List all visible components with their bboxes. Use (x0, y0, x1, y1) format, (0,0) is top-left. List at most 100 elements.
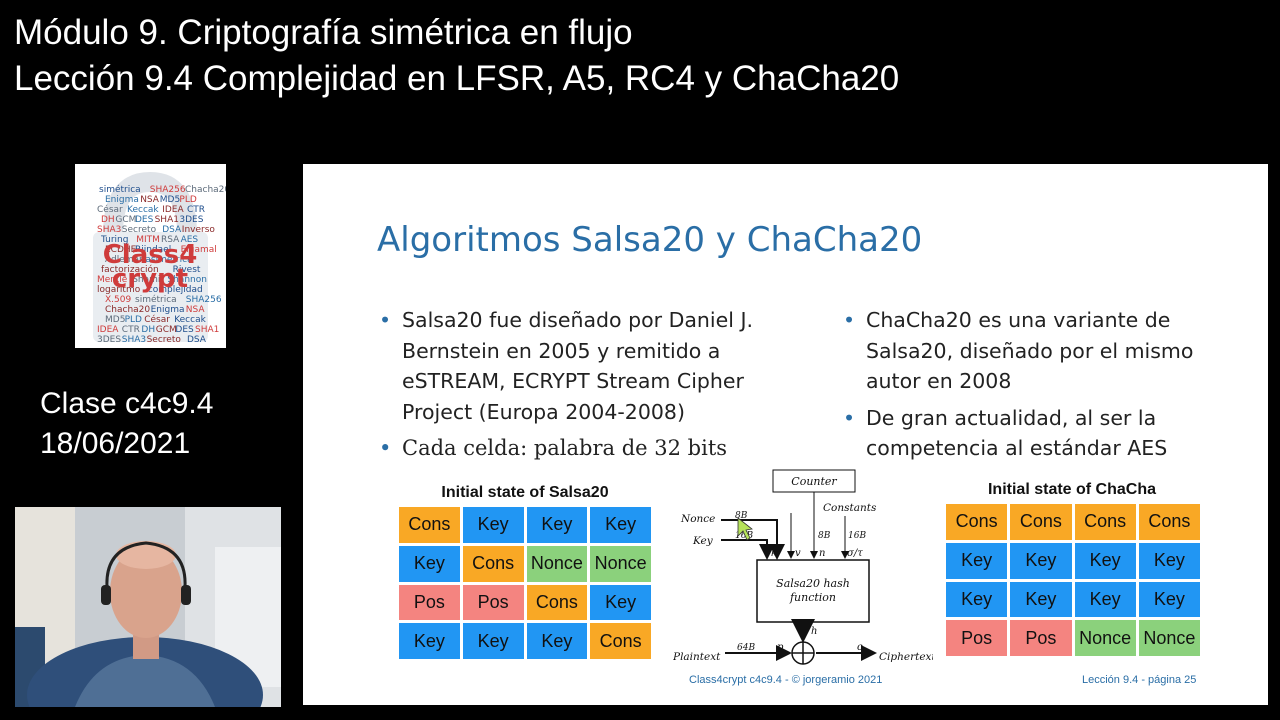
class-code: Clase c4c9.4 (40, 387, 214, 420)
logo-word: SHA3 (122, 335, 146, 345)
state-cell-key: Key (1010, 581, 1072, 618)
logo-word: Rivest (173, 265, 201, 275)
class-date: 18/06/2021 (40, 427, 191, 460)
state-cell-key: Key (462, 623, 524, 659)
logo-word: CTR (187, 205, 205, 215)
webcam-presenter (15, 507, 281, 707)
p-label: p (777, 642, 784, 653)
state-cell-pos: Pos (399, 584, 460, 621)
logo-word: Inverso (182, 225, 216, 235)
logo-word: 3DES (97, 335, 121, 345)
state-cell-key: Key (1074, 581, 1136, 618)
nonce-label: Nonce (680, 513, 715, 525)
state-cell-cons: Cons (1074, 504, 1136, 540)
logo-word: César (144, 314, 170, 325)
salsa20-grid-title: Initial state of Salsa20 (441, 484, 609, 501)
logo-word: RSA (161, 235, 180, 245)
presentation-slide: Algoritmos Salsa20 y ChaCha20 Salsa20 fu… (303, 164, 1268, 705)
logo-word: simétrica (99, 184, 141, 195)
logo-word: Keccak (127, 205, 159, 215)
logo-brand-top: Class4 (103, 240, 198, 270)
key-size-label: 16B (735, 531, 753, 541)
logo-word: DSA (187, 335, 207, 345)
state-cell-cons: Cons (399, 507, 460, 543)
logo-word: Chacha20 (105, 305, 150, 315)
counter-label: Counter (791, 475, 837, 488)
block-size-label: 64B (737, 643, 755, 653)
state-cell-key: Key (526, 623, 588, 659)
hash-label-1: Salsa20 hash (776, 577, 850, 590)
state-cell-nonce: Nonce (1074, 620, 1136, 656)
logo-word: Secreto (147, 335, 182, 345)
h-label: h (811, 626, 817, 637)
logo-word: SHA1 (155, 215, 179, 225)
logo-word: PLD (179, 195, 196, 205)
logo-word: Chacha20 (185, 185, 226, 195)
bullet-salsa20-origin: Salsa20 fue diseñado por Daniel J. Berns… (379, 305, 809, 427)
hash-function-box (756, 559, 870, 623)
state-cell-nonce: Nonce (590, 545, 651, 582)
constants-size-label: 16B (848, 531, 866, 541)
salsa20-hash-diagram: Counter Constants Nonce Key Salsa20 hash… (673, 469, 933, 665)
state-cell-pos: Pos (462, 584, 524, 621)
logo-word: SHA3 (97, 225, 121, 235)
state-cell-pos: Pos (1010, 620, 1072, 656)
nonce-size-label: 8B (735, 511, 748, 521)
slide-title: Algoritmos Salsa20 y ChaCha20 (377, 220, 923, 260)
constants-label: Constants (823, 502, 877, 514)
logo-word: Enigma (105, 195, 139, 205)
state-cell-key: Key (1074, 542, 1136, 579)
logo-word: IDEA (97, 325, 119, 335)
state-cell-key: Key (462, 507, 524, 543)
slide-footer-page: Lección 9.4 - página 25 (1082, 674, 1197, 686)
n-label: n (819, 548, 825, 559)
logo-word: GCM (115, 215, 136, 225)
logo-word: Turing (100, 235, 128, 245)
logo-word: 3DES (179, 215, 203, 225)
state-cell-key: Key (590, 584, 651, 621)
state-cell-key: Key (1010, 542, 1072, 579)
lesson-title: Lección 9.4 Complejidad en LFSR, A5, RC4… (14, 59, 900, 98)
state-cell-pos: Pos (946, 620, 1008, 656)
logo-word: NSA (140, 195, 160, 205)
logo-word: ECDHE (105, 245, 137, 255)
logo-word: César (97, 204, 123, 215)
hash-label-2: function (789, 591, 836, 604)
logo-word: MD5 (105, 315, 125, 325)
logo-word: Adleman (105, 255, 145, 265)
logo-word: DSA (162, 225, 182, 235)
logo-word: CTR (122, 325, 140, 335)
logo-word: Rijndael (135, 245, 171, 255)
logo-word: Shannon (167, 275, 207, 285)
logo-word: SHA1 (195, 325, 219, 335)
state-cell-cons: Cons (946, 504, 1008, 540)
logo-word: NSA (186, 305, 206, 315)
logo-word: asimétrica (145, 254, 192, 265)
logo-word: factorización (101, 264, 159, 275)
logo-word: Merkle (97, 275, 128, 285)
v-label: v (795, 548, 801, 559)
state-cell-cons: Cons (462, 545, 524, 582)
bullet-chacha20-variant: ChaCha20 es una variante de Salsa20, dis… (843, 305, 1243, 397)
bullet-aes-competition: De gran actualidad, al ser la competenci… (843, 403, 1243, 464)
sigma-tau-label: σ/τ (847, 548, 863, 559)
key-label: Key (692, 535, 714, 547)
state-cell-cons: Cons (590, 623, 651, 659)
state-cell-nonce: Nonce (526, 545, 588, 582)
k-label: k (771, 548, 777, 559)
logo-brand-bottom: crypt (112, 264, 188, 294)
state-cell-cons: Cons (1138, 504, 1200, 540)
logo-word: DES (135, 215, 154, 225)
logo-word: SHA256 (186, 295, 222, 305)
state-cell-cons: Cons (526, 584, 588, 621)
logo-word: Elgamal (181, 245, 217, 255)
logo-word: X.509 (105, 295, 131, 305)
logo-word: DH (141, 325, 155, 335)
bullet-cell-size: Cada celda: palabra de 32 bits (379, 433, 809, 464)
state-cell-key: Key (946, 542, 1008, 579)
ciphertext-label: Ciphertext (879, 651, 933, 663)
logo-word: IDEA (162, 205, 184, 215)
